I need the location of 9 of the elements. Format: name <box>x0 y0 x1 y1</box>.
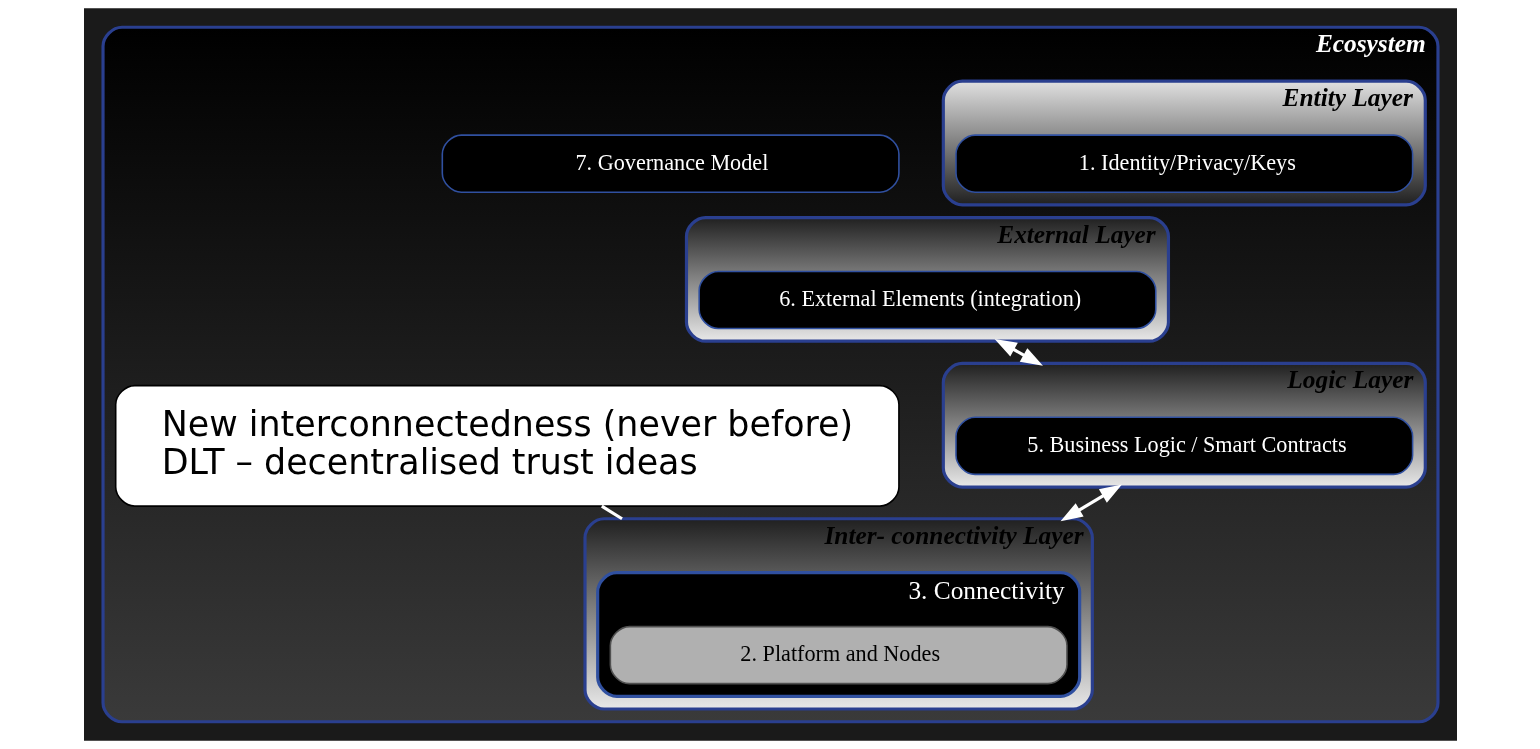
arrow <box>994 338 1043 366</box>
node-box: 5. Business Logic / Smart Contracts <box>954 416 1413 476</box>
node-box: 6. External Elements (integration) <box>697 270 1157 330</box>
node-box: 2. Platform and Nodes <box>609 625 1068 685</box>
node-box: New interconnectedness (never before) DLT – decentralised trust ideas <box>114 384 900 507</box>
arrow <box>1060 484 1122 522</box>
node-box: 7. Governance Model <box>441 134 900 193</box>
connector <box>600 504 623 521</box>
node-box: 1. Identity/Privacy/Keys <box>954 134 1413 193</box>
